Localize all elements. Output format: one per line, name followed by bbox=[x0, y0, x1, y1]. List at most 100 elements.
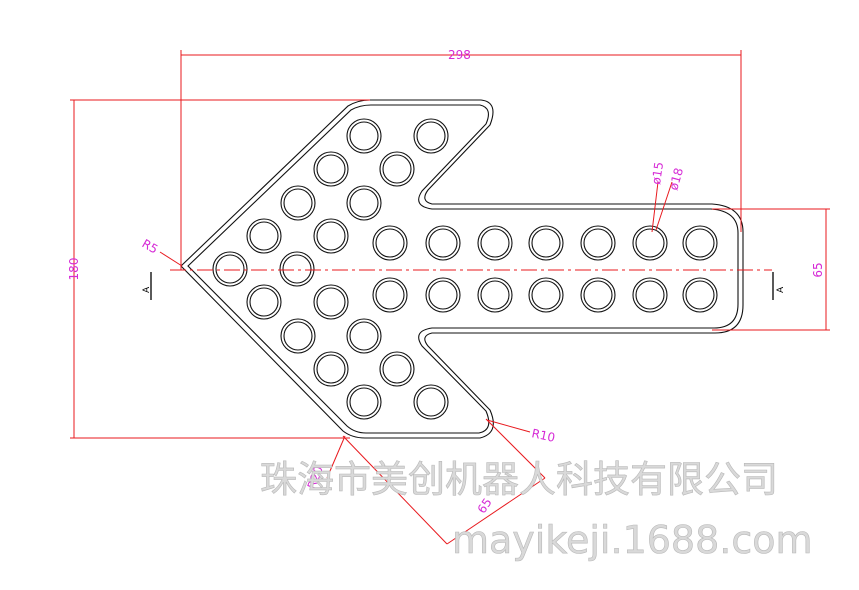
hole bbox=[313, 351, 349, 387]
hole-outer-circle bbox=[580, 277, 616, 313]
hole bbox=[682, 225, 718, 261]
hole-inner-circle bbox=[685, 280, 715, 310]
hole-inner-circle bbox=[316, 287, 346, 317]
hole-outer-circle bbox=[346, 185, 382, 221]
hole bbox=[346, 318, 382, 354]
dim-diag-line bbox=[446, 477, 546, 545]
hole-inner-circle bbox=[349, 321, 379, 351]
hole-outer-circle bbox=[477, 225, 513, 261]
hole-outer-circle bbox=[379, 151, 415, 187]
hole-outer-circle bbox=[246, 284, 282, 320]
hole-outer-circle bbox=[372, 225, 408, 261]
r10-label: R10 bbox=[530, 426, 556, 445]
hole-outer-circle bbox=[346, 384, 382, 420]
hole-outer-circle bbox=[528, 225, 564, 261]
hole-inner-circle bbox=[215, 254, 245, 284]
hole-outer-circle bbox=[313, 218, 349, 254]
hole-inner-circle bbox=[480, 280, 510, 310]
hole-outer-circle bbox=[425, 225, 461, 261]
dim-298-label: 298 bbox=[448, 48, 471, 62]
hole-outer-circle bbox=[346, 318, 382, 354]
hole-inner-circle bbox=[416, 121, 446, 151]
hole bbox=[632, 277, 668, 313]
section-label-right: A bbox=[776, 286, 786, 293]
hole-inner-circle bbox=[428, 280, 458, 310]
hole-outer-circle bbox=[346, 118, 382, 154]
arrow-outline bbox=[180, 99, 744, 439]
hole-inner-circle bbox=[283, 321, 313, 351]
hole-outer-circle bbox=[682, 225, 718, 261]
hole-outer-circle bbox=[280, 318, 316, 354]
dim-65-right-label: 65 bbox=[811, 262, 825, 277]
hole bbox=[372, 225, 408, 261]
hole bbox=[379, 351, 415, 387]
watermark-url: mayikeji.1688.com bbox=[452, 518, 813, 562]
hole bbox=[425, 277, 461, 313]
hole-inner-circle bbox=[635, 228, 665, 258]
hole-outer-circle bbox=[313, 351, 349, 387]
r10-leader bbox=[486, 419, 531, 433]
hole-outer-circle bbox=[413, 384, 449, 420]
hole-inner-circle bbox=[249, 221, 279, 251]
section-marker-right: A bbox=[772, 272, 786, 300]
hole bbox=[413, 118, 449, 154]
hole bbox=[413, 384, 449, 420]
hole-15-leader bbox=[651, 181, 659, 233]
hole-outer-circle bbox=[580, 225, 616, 261]
hole-inner-circle bbox=[283, 188, 313, 218]
hole-inner-circle bbox=[349, 121, 379, 151]
hole bbox=[580, 277, 616, 313]
hole-outer-circle bbox=[477, 277, 513, 313]
r20-leader bbox=[326, 435, 346, 479]
arrow-inner-contour bbox=[187, 104, 739, 434]
hole-15-label: ø15 bbox=[649, 161, 666, 185]
hole-inner-circle bbox=[416, 387, 446, 417]
hole-inner-circle bbox=[635, 280, 665, 310]
hole-inner-circle bbox=[428, 228, 458, 258]
hole-inner-circle bbox=[316, 354, 346, 384]
hole bbox=[425, 225, 461, 261]
hole bbox=[280, 318, 316, 354]
hole-18-leader bbox=[655, 181, 673, 231]
hole bbox=[346, 185, 382, 221]
hole bbox=[346, 118, 382, 154]
hole-outer-circle bbox=[280, 185, 316, 221]
hole bbox=[212, 251, 248, 287]
hole bbox=[580, 225, 616, 261]
hole bbox=[632, 225, 668, 261]
hole-inner-circle bbox=[375, 280, 405, 310]
hole bbox=[346, 384, 382, 420]
hole-inner-circle bbox=[316, 154, 346, 184]
hole bbox=[246, 284, 282, 320]
arrow-outer-contour bbox=[180, 99, 744, 439]
hole bbox=[313, 284, 349, 320]
hole bbox=[279, 251, 315, 287]
hole bbox=[313, 151, 349, 187]
hole-inner-circle bbox=[531, 228, 561, 258]
hole-inner-circle bbox=[685, 228, 715, 258]
watermark-company: 珠海市美创机器人科技有限公司 bbox=[260, 458, 778, 501]
hole-outer-circle bbox=[632, 277, 668, 313]
hole-outer-circle bbox=[246, 218, 282, 254]
r5-label: R5 bbox=[140, 236, 161, 256]
hole-outer-circle bbox=[682, 277, 718, 313]
hole-outer-circle bbox=[212, 251, 248, 287]
hole bbox=[477, 277, 513, 313]
dim-180-label: 180 bbox=[67, 258, 81, 281]
hole-inner-circle bbox=[349, 188, 379, 218]
hole-inner-circle bbox=[382, 154, 412, 184]
section-label-left: A bbox=[142, 286, 152, 293]
hole bbox=[372, 277, 408, 313]
hole-inner-circle bbox=[480, 228, 510, 258]
hole bbox=[280, 185, 316, 221]
hole-inner-circle bbox=[349, 387, 379, 417]
hole-outer-circle bbox=[425, 277, 461, 313]
hole bbox=[313, 218, 349, 254]
hole-inner-circle bbox=[249, 287, 279, 317]
hole-inner-circle bbox=[375, 228, 405, 258]
hole-inner-circle bbox=[583, 228, 613, 258]
hole-outer-circle bbox=[528, 277, 564, 313]
hole-outer-circle bbox=[379, 351, 415, 387]
section-marker-left: A bbox=[142, 272, 152, 300]
